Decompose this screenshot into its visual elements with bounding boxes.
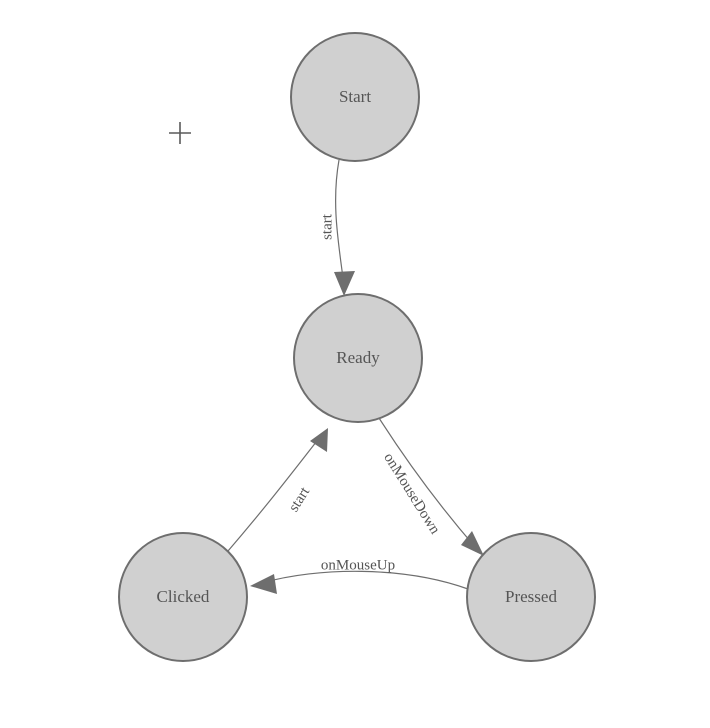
- edge-line: [335, 159, 345, 287]
- edge-clicked-to-ready: start: [227, 428, 328, 552]
- node-circle[interactable]: [118, 532, 248, 662]
- edges-layer: start onMouseDown onMouseUp start: [227, 159, 484, 594]
- state-node-ready[interactable]: Ready: [293, 293, 423, 423]
- state-node-pressed[interactable]: Pressed: [466, 532, 596, 662]
- node-label: Ready: [336, 348, 380, 367]
- edge-ready-to-pressed: onMouseDown: [378, 417, 484, 556]
- edge-label: start: [286, 484, 314, 515]
- node-label: Clicked: [157, 587, 210, 606]
- state-node-clicked[interactable]: Clicked: [118, 532, 248, 662]
- edge-line: [378, 417, 477, 549]
- arrowhead-icon: [310, 428, 328, 452]
- edge-label: onMouseUp: [321, 557, 395, 573]
- arrowhead-icon: [461, 531, 484, 556]
- node-circle[interactable]: [466, 532, 596, 662]
- edge-line: [227, 436, 321, 552]
- node-circle[interactable]: [290, 32, 420, 162]
- state-node-start[interactable]: Start: [290, 32, 420, 162]
- edge-label: start: [319, 213, 335, 240]
- node-label: Pressed: [505, 587, 557, 606]
- edge-label: onMouseDown: [380, 450, 443, 537]
- node-circle[interactable]: [293, 293, 423, 423]
- edge-start-to-ready: start: [319, 159, 355, 296]
- edge-line: [261, 570, 469, 590]
- plus-marker: [169, 122, 191, 144]
- edge-pressed-to-clicked: onMouseUp: [250, 557, 469, 594]
- node-label: Start: [339, 87, 371, 106]
- arrowhead-icon: [334, 271, 355, 296]
- arrowhead-icon: [250, 574, 277, 594]
